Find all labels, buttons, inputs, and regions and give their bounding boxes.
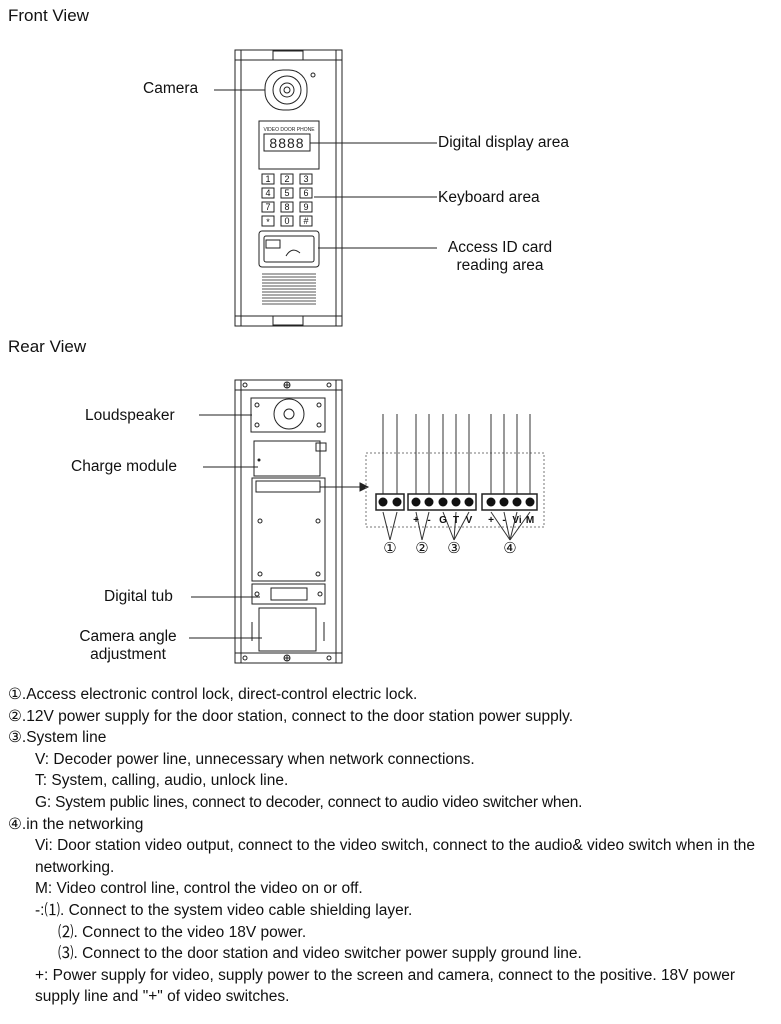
note-1: ①.Access electronic control lock, direct… <box>8 686 418 703</box>
main-board <box>251 477 326 582</box>
note-3-g: G: System public lines, connect to decod… <box>35 793 583 811</box>
key-hash: # <box>303 216 308 226</box>
terminal-mark-g: G <box>439 515 447 526</box>
camera-angle-label: Camera angle adjustment <box>60 628 196 664</box>
key-9: 9 <box>303 202 308 212</box>
terminal-screws <box>378 497 535 507</box>
terminal-mark-minus: - <box>427 515 430 526</box>
rear-panel <box>234 379 343 664</box>
display-area-label: Digital display area <box>438 134 569 151</box>
note-3-t: T: System, calling, audio, unlock line. <box>35 772 289 790</box>
camera-angle-label-line2: adjustment <box>90 646 166 663</box>
key-7: 7 <box>265 202 270 212</box>
note-4-minus-1: -:⑴. Connect to the system video cable s… <box>35 901 413 919</box>
terminal-mark-plus-2: + <box>488 515 494 526</box>
group-number-4: ④ <box>503 540 516 557</box>
camera-angle-box <box>258 607 317 652</box>
terminal-mark-plus: + <box>413 515 419 526</box>
note-3: ③.System line <box>8 729 107 747</box>
charge-module-box <box>253 440 321 477</box>
loudspeaker-label: Loudspeaker <box>85 407 175 424</box>
panel-caption: VIDEO DOOR PHONE <box>263 127 315 133</box>
keypad <box>261 173 313 227</box>
terminal-mark-m: M <box>526 515 534 526</box>
note-4-vi: Vi: Door station video output, connect t… <box>35 837 756 876</box>
group-number-2: ② <box>415 540 428 557</box>
group-number-3: ③ <box>447 540 460 557</box>
key-4: 4 <box>265 188 270 198</box>
card-area-label: Access ID card reading area <box>430 239 570 275</box>
device-diagram: VIDEO DOOR PHONE 8888 1 2 3 4 5 6 7 8 9 … <box>189 49 545 664</box>
key-2: 2 <box>284 174 289 184</box>
front-panel <box>234 49 343 327</box>
note-4-plus: +: Power supply for video, supply power … <box>35 966 736 1006</box>
loudspeaker-icon <box>250 397 326 433</box>
key-8: 8 <box>284 202 289 212</box>
key-0: 0 <box>284 216 289 226</box>
charge-module-label: Charge module <box>71 458 177 475</box>
note-3-v: V: Decoder power line, unnecessary when … <box>35 750 475 768</box>
terminal-mark-vi: Vi <box>512 515 521 526</box>
key-5: 5 <box>284 188 289 198</box>
card-reader-icon <box>258 230 320 268</box>
front-view-title: Front View <box>8 6 89 25</box>
key-3: 3 <box>303 174 308 184</box>
camera-label: Camera <box>143 80 199 97</box>
display-digits: 8888 <box>269 135 304 151</box>
notes-section: ①.Access electronic control lock, direct… <box>8 684 778 1008</box>
rear-view-title: Rear View <box>8 337 87 356</box>
group-number-1: ① <box>383 540 396 557</box>
keyboard-area-label: Keyboard area <box>438 189 540 206</box>
note-4-minus-3: ⑶. Connect to the door station and video… <box>58 945 582 963</box>
note-2: ②.12V power supply for the door station,… <box>8 707 574 725</box>
terminal-wires <box>382 414 531 494</box>
terminal-mark-minus-2: - <box>502 515 505 526</box>
key-1: 1 <box>265 174 270 184</box>
note-4: ④.in the networking <box>8 815 144 833</box>
camera-angle-label-line1: Camera angle <box>79 628 177 645</box>
key-6: 6 <box>303 188 308 198</box>
card-area-label-line2: reading area <box>456 257 544 274</box>
note-4-minus-2: ⑵. Connect to the video 18V power. <box>58 923 307 941</box>
terminal-mark-t: T <box>453 515 459 526</box>
speaker-grille <box>262 273 316 305</box>
terminal-mark-v: V <box>466 515 473 526</box>
key-star: * <box>266 217 270 227</box>
note-4-m: M: Video control line, control the video… <box>35 880 363 898</box>
camera-icon <box>264 69 316 111</box>
card-area-label-line1: Access ID card <box>447 239 553 256</box>
digital-tub-box <box>251 583 326 605</box>
digital-tub-label: Digital tub <box>104 588 173 605</box>
